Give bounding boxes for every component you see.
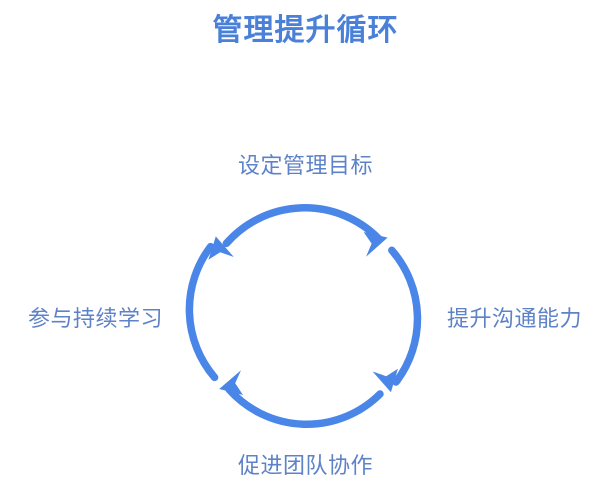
page-title: 管理提升循环	[212, 14, 399, 47]
arc-top	[222, 204, 382, 248]
arrow-bottom-to-left	[219, 370, 384, 428]
arc-right	[388, 246, 422, 386]
stage-label-set-management-goals: 设定管理目标	[237, 153, 373, 178]
arrow-right-to-bottom	[372, 246, 422, 393]
arrow-left-to-top	[185, 236, 234, 382]
arrow-top-to-right	[222, 204, 388, 257]
stage-label-improve-communication: 提升沟通能力	[447, 306, 583, 331]
stage-label-continuous-learning: 参与持续学习	[28, 306, 164, 331]
arc-bottom	[225, 385, 384, 428]
arrowhead-top-left	[208, 236, 234, 260]
arrowhead-top-right	[363, 232, 388, 257]
arrowhead-bottom-left	[219, 370, 243, 395]
arrowhead-bottom-right	[372, 368, 398, 393]
arc-left	[185, 242, 219, 382]
stage-label-promote-teamwork: 促进团队协作	[237, 453, 373, 478]
